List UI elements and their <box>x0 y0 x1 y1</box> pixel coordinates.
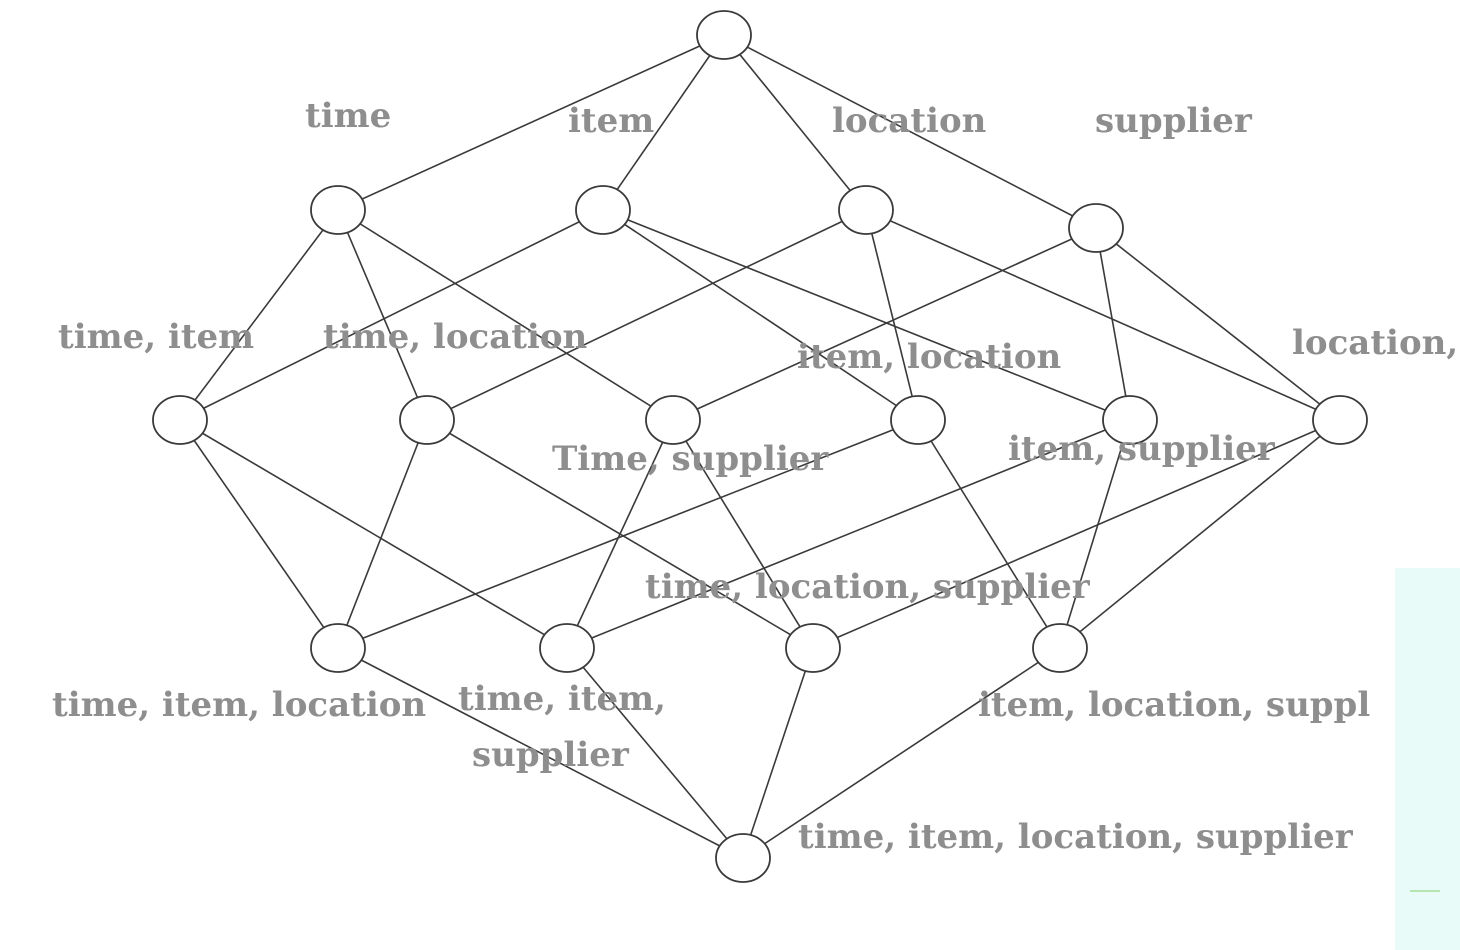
edge-location-item-location <box>865 209 919 421</box>
node-item-location-supplier <box>1032 623 1088 673</box>
edge-item-location-supplier-base <box>742 647 1061 859</box>
label-location-supplier: location, <box>1292 323 1458 363</box>
edge-layer <box>179 34 1341 859</box>
edge-item-location-time-item-location <box>337 419 919 649</box>
edge-location-location-supplier <box>865 209 1341 421</box>
label-base: time, item, location, supplier <box>798 817 1354 857</box>
node-time-location <box>399 395 455 445</box>
edge-time-supplier-time-item-supplier <box>566 419 674 649</box>
edge-item-item-location <box>602 209 919 421</box>
label-time-item-supplier: time, item, <box>458 679 666 719</box>
node-item-location <box>890 395 946 445</box>
edge-apex-item <box>602 34 725 211</box>
node-time-item-location <box>310 623 366 673</box>
label-location: location <box>832 101 986 141</box>
edge-item-time-item <box>179 209 604 421</box>
edge-time-item-location-base <box>337 647 744 859</box>
label-supplier: supplier <box>1095 101 1253 141</box>
label-time-item: time, item <box>58 317 254 357</box>
node-time-item-supplier <box>539 623 595 673</box>
label-time-supplier: Time, supplier <box>552 439 829 479</box>
edge-time-time-location <box>337 209 428 421</box>
node-location-supplier <box>1312 395 1368 445</box>
edge-item-supplier-item-location-supplier <box>1059 419 1131 649</box>
label-item: item <box>568 101 654 141</box>
node-time <box>310 185 366 235</box>
label-time: time <box>305 96 391 136</box>
node-time-item <box>152 395 208 445</box>
edge-item-supplier-time-item-supplier <box>566 419 1131 649</box>
edge-time-supplier-time-location-supplier <box>672 419 814 649</box>
edge-time-time-supplier <box>337 209 674 421</box>
edge-supplier-time-supplier <box>672 227 1097 421</box>
side-panel <box>1395 568 1460 950</box>
label-layer: time item location supplier time, item t… <box>52 96 1458 857</box>
node-time-location-supplier <box>785 623 841 673</box>
label-time-location-supplier: time, location, supplier <box>645 567 1091 607</box>
label-time-location: time, location <box>323 317 587 357</box>
node-base <box>715 833 771 883</box>
edge-time-time-item <box>179 209 339 421</box>
label-item-supplier: item, supplier <box>1008 429 1276 469</box>
label-item-location-supplier: item, location, suppl <box>978 685 1370 725</box>
edge-apex-time <box>337 34 725 211</box>
node-layer <box>152 10 1368 883</box>
edge-time-location-supplier-base <box>742 647 814 859</box>
edge-time-item-time-item-location <box>179 419 339 649</box>
edge-item-item-supplier <box>602 209 1131 421</box>
label-time-item-location: time, item, location <box>52 685 426 725</box>
edge-time-item-supplier-base <box>566 647 744 859</box>
node-supplier <box>1068 203 1124 253</box>
edge-location-supplier-time-location-supplier <box>812 419 1341 649</box>
side-panel-mark <box>1410 890 1440 892</box>
edge-time-location-time-item-location <box>337 419 428 649</box>
edge-location-supplier-item-location-supplier <box>1059 419 1341 649</box>
edge-item-location-item-location-supplier <box>917 419 1061 649</box>
label-item-location: item, location <box>797 337 1061 377</box>
node-item <box>575 185 631 235</box>
node-location <box>838 185 894 235</box>
edge-time-item-time-item-supplier <box>179 419 568 649</box>
edge-supplier-item-supplier <box>1095 227 1131 421</box>
node-apex <box>696 10 752 60</box>
edge-apex-supplier <box>723 34 1097 229</box>
label-time-item-supplier-line2: supplier <box>472 735 630 775</box>
edge-supplier-location-supplier <box>1095 227 1341 421</box>
node-item-supplier <box>1102 395 1158 445</box>
edge-location-time-location <box>426 209 867 421</box>
node-time-supplier <box>645 395 701 445</box>
edge-apex-location <box>723 34 867 211</box>
